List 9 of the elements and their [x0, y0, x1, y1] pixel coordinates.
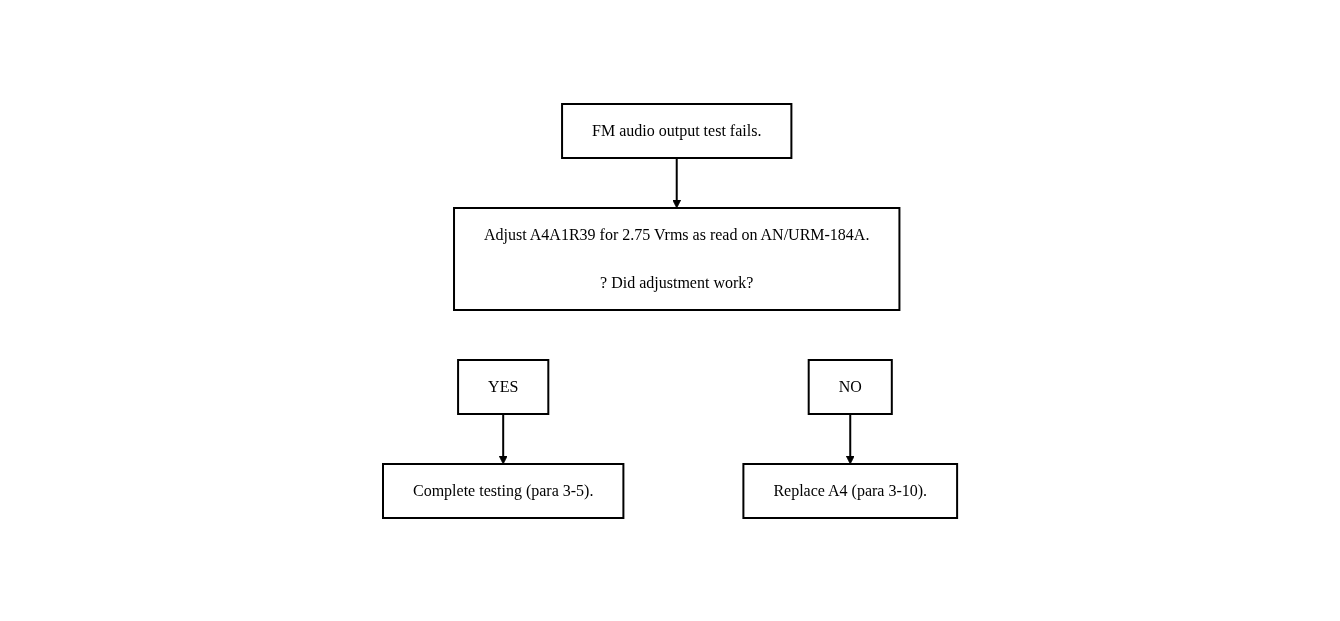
node-box: YES — [457, 358, 550, 415]
node-box: FM audio output test fails. — [561, 102, 793, 159]
arrow — [672, 156, 682, 208]
node-box: Replace A4 (para 3-10). — [742, 462, 959, 519]
node-box: Adjust A4A1R39 for 2.75 Vrms as read on AN/URM-184A. ? Did adjustment work? — [452, 206, 901, 311]
node-box: Complete testing (para 3-5). — [381, 462, 625, 519]
arrow — [498, 412, 508, 464]
arrow — [845, 412, 855, 464]
node-box: NO — [807, 358, 893, 415]
